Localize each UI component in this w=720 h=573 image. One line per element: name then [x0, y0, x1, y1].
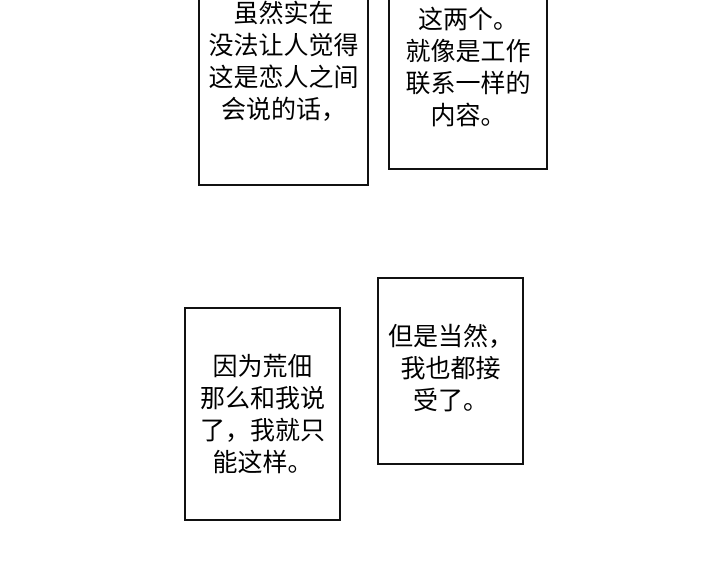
caption-line: 因为荒佃	[212, 352, 313, 381]
caption-box-4: 但是当然， 我也都接 受了。	[377, 277, 524, 465]
caption-box-1: 虽然实在 没法让人觉得 这是恋人之间 会说的话，	[198, 0, 369, 186]
caption-line: 这两个。	[417, 5, 518, 34]
caption-line: 能这样。	[212, 448, 313, 477]
caption-line: 了，我就只	[199, 416, 325, 445]
caption-line: 那么和我说	[199, 384, 325, 413]
caption-line: 虽然实在	[233, 0, 334, 28]
caption-text-4: 但是当然， 我也都接 受了。	[379, 321, 522, 417]
caption-text-3: 因为荒佃 那么和我说 了，我就只 能这样。	[186, 351, 339, 479]
caption-line: 这是恋人之间	[208, 63, 359, 92]
caption-line: 受了。	[412, 386, 488, 415]
caption-box-2: 这两个。 就像是工作 联系一样的 内容。	[388, 0, 548, 170]
caption-line: 就像是工作	[405, 37, 531, 66]
caption-text-2: 这两个。 就像是工作 联系一样的 内容。	[390, 4, 546, 132]
caption-line: 内容。	[430, 101, 506, 130]
caption-line: 但是当然，	[387, 322, 513, 351]
caption-line: 我也都接	[400, 354, 501, 383]
caption-line: 联系一样的	[405, 69, 531, 98]
caption-line: 没法让人觉得	[208, 31, 359, 60]
caption-text-1: 虽然实在 没法让人觉得 这是恋人之间 会说的话，	[200, 0, 367, 126]
caption-box-3: 因为荒佃 那么和我说 了，我就只 能这样。	[184, 307, 341, 521]
caption-line: 会说的话，	[220, 95, 346, 124]
